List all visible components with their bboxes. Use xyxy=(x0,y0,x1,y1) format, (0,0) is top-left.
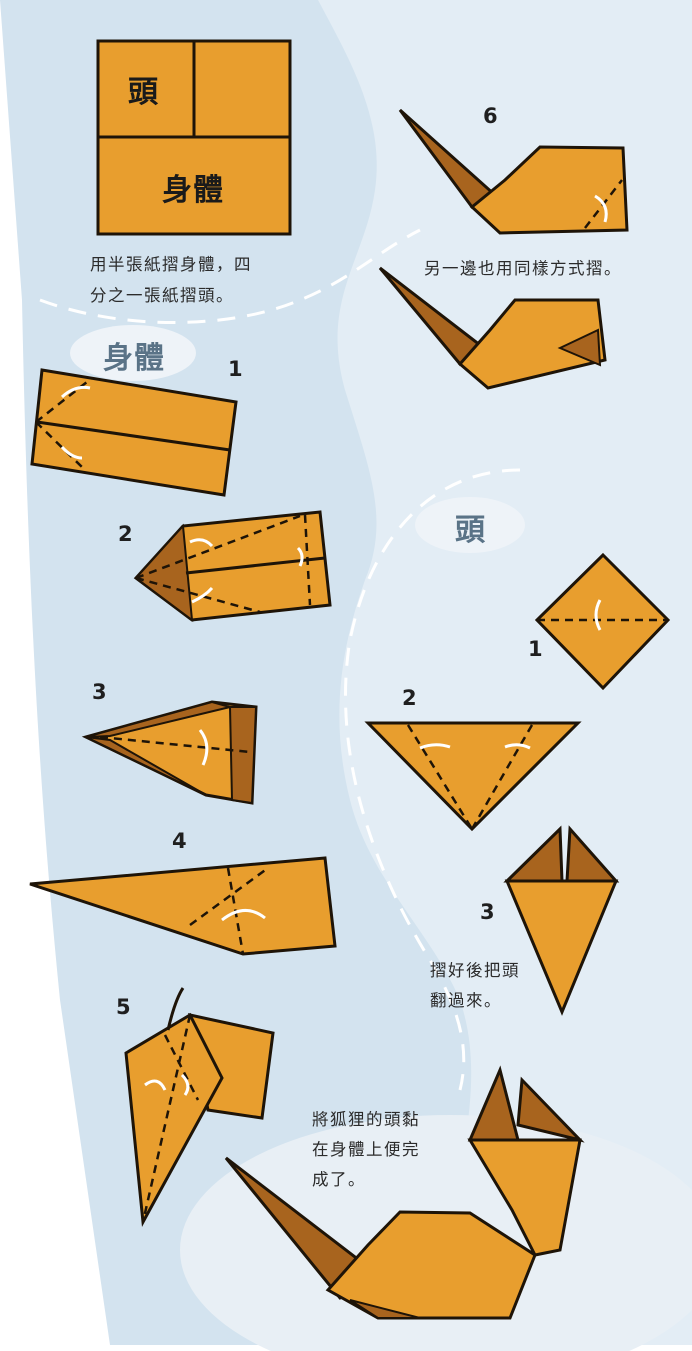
section-title-body: 身體 xyxy=(103,341,165,376)
body-step-3-number: 3 xyxy=(92,680,107,704)
step-6-figure-a xyxy=(398,108,629,235)
paper-division-legend xyxy=(96,39,292,236)
body-step-5-figure xyxy=(124,987,275,1227)
head-step-1-number: 1 xyxy=(528,637,543,661)
head-step-3-number: 3 xyxy=(480,900,495,924)
head-step-1-figure xyxy=(534,552,671,691)
legend-head-label: 頭 xyxy=(128,75,159,110)
body-step-5-number: 5 xyxy=(116,995,131,1019)
step-6-figure-b xyxy=(378,266,607,390)
head-note-line-2: 翻過來。 xyxy=(430,991,502,1010)
final-fox-figure xyxy=(224,1065,585,1320)
head-step-3-figure xyxy=(503,825,620,1016)
final-note-line-3: 成了。 xyxy=(312,1170,366,1189)
body-step-2-figure xyxy=(133,510,332,623)
background-dash-2 xyxy=(343,468,521,1091)
body-step-2-number: 2 xyxy=(118,522,133,546)
step-6-caption: 另一邊也用同樣方式摺。 xyxy=(424,259,622,278)
final-note-line-2: 在身體上便完 xyxy=(312,1140,420,1159)
section-pill-head xyxy=(415,497,525,553)
body-step-3-figure xyxy=(81,700,258,805)
head-step-2-number: 2 xyxy=(402,686,417,710)
legend-caption-line-2: 分之一張紙摺頭。 xyxy=(90,286,234,305)
section-title-head: 頭 xyxy=(455,513,486,548)
section-pill-body xyxy=(70,325,196,381)
head-note-line-1: 摺好後把頭 xyxy=(430,961,520,980)
background-dash-1 xyxy=(39,228,421,324)
body-step-4-figure xyxy=(29,856,337,956)
legend-caption-line-1: 用半張紙摺身體，四 xyxy=(90,255,252,274)
body-step-1-figure xyxy=(30,368,238,497)
body-step-4-number: 4 xyxy=(172,829,187,853)
legend-body-label: 身體 xyxy=(162,173,224,208)
head-step-2-figure xyxy=(364,721,582,832)
final-note-line-1: 將狐狸的頭黏 xyxy=(312,1110,420,1129)
body-step-1-number: 1 xyxy=(228,357,243,381)
step-6-number: 6 xyxy=(483,104,498,128)
